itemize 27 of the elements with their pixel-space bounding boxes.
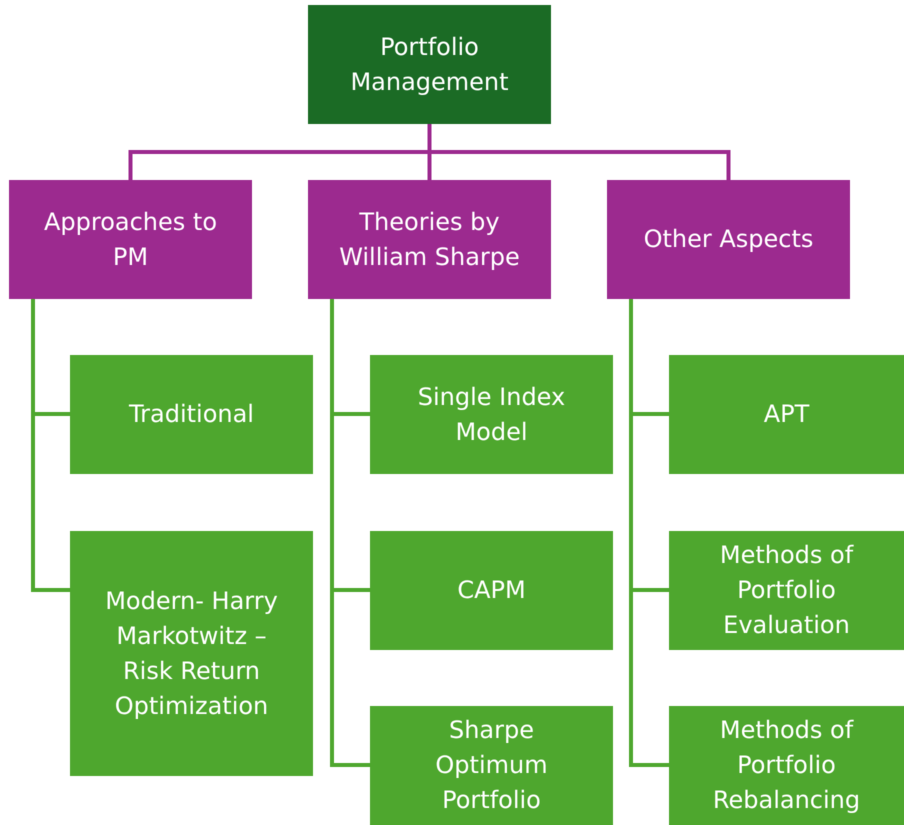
topic-box [370,531,613,650]
topic-box [70,355,313,474]
topic-box [308,180,551,299]
topic-box [9,180,252,299]
box-label: Traditional [129,399,254,430]
topic-box [669,531,904,650]
topic-box [370,355,613,474]
box-label: Sharpe Optimum Portfolio [434,715,549,816]
box-label: Portfolio Management [349,32,510,98]
box-label: Other Aspects [644,224,814,255]
box-label: CAPM [457,575,526,606]
topic-box [607,180,850,299]
box-label: Single Index Model [416,382,566,448]
box-label: Methods of Portfolio Rebalancing [712,715,862,816]
box-label: Theories by William Sharpe [338,206,521,272]
box-label: Methods of Portfolio Evaluation [718,540,855,641]
topic-box [669,355,904,474]
root-box [308,5,551,124]
box-label: Approaches to PM [42,206,218,272]
connector-line [629,299,669,767]
box-label: Modern- Harry Markotwitz – Risk Return Optimization [104,586,279,722]
topic-box [669,706,904,825]
box-label: APT [764,399,810,430]
topic-box [70,531,313,776]
topic-box [370,706,613,825]
connector-line [31,299,70,592]
connector-line [330,299,370,767]
